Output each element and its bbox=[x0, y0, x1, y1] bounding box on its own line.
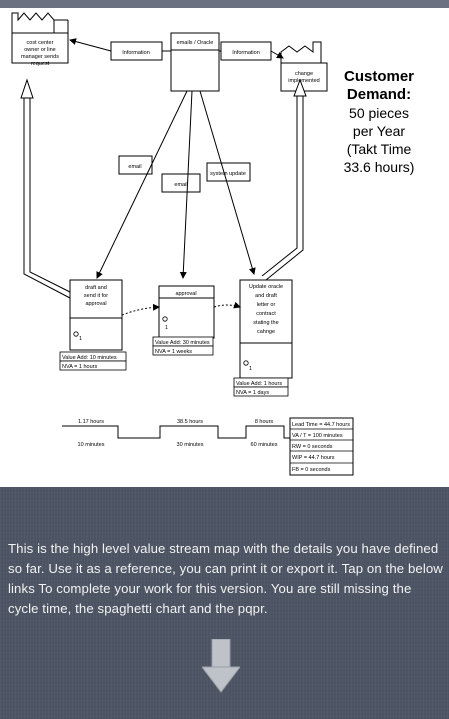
summary-fb: FB = 0 seconds bbox=[292, 467, 331, 473]
process-approval-box bbox=[158, 285, 215, 339]
customer-demand-title: Customer Demand: bbox=[343, 68, 414, 103]
email-left-label: email bbox=[128, 164, 141, 170]
process-update-nva: NVA = 1 days bbox=[236, 390, 269, 396]
process-draft-line-1: draft and bbox=[85, 285, 107, 291]
process-draft-line-2: send it for bbox=[84, 293, 108, 299]
process-approval-nva: NVA = 1 weeks bbox=[155, 349, 192, 355]
process-update-line-1: Update oracle bbox=[249, 284, 283, 290]
operator-icon bbox=[243, 360, 249, 366]
process-time-2: 30 minutes bbox=[177, 442, 204, 448]
wait-time-1: 1.17 hours bbox=[78, 419, 104, 425]
email-center-box bbox=[161, 173, 201, 193]
timeline-ladder bbox=[62, 425, 296, 439]
wait-time-3: 8 hours bbox=[255, 419, 274, 425]
process-draft-value-add: Value Add: 10 minutes bbox=[62, 355, 117, 361]
process-update-line-6: cahnge bbox=[257, 329, 275, 335]
process-update-box bbox=[239, 279, 293, 379]
process-update-operator: 1 bbox=[249, 366, 252, 372]
vsm-diagram: cost center owner or line manager sends … bbox=[11, 12, 354, 476]
top-strip bbox=[0, 0, 449, 8]
process-time-3: 60 minutes bbox=[251, 442, 278, 448]
cost-center-line-3: manager sends bbox=[21, 54, 59, 60]
process-draft-box bbox=[69, 279, 123, 351]
system-update-label: system update bbox=[210, 171, 246, 177]
cost-center-line-1: cost center bbox=[27, 40, 54, 46]
customer-demand-body: 50 pieces per Year (Takt Time 33.6 hours… bbox=[343, 105, 415, 175]
emails-oracle-label: emails / Oracle bbox=[177, 40, 214, 46]
summary-wip: WIP = 44.7 hours bbox=[292, 455, 335, 461]
down-arrow-icon[interactable] bbox=[202, 639, 240, 693]
instruction-text: This is the high level value stream map … bbox=[8, 541, 443, 616]
customer-demand: Customer Demand: 50 pieces per Year (Tak… bbox=[340, 68, 418, 176]
process-approval-value-add: Value Add: 30 minutes bbox=[155, 340, 210, 346]
process-draft-operator: 1 bbox=[79, 336, 82, 342]
process-draft-nva: NVA = 1 hours bbox=[62, 364, 97, 370]
process-update-line-3: letter or bbox=[257, 302, 276, 308]
information-left-label: Information bbox=[122, 50, 150, 56]
information-right-label: Information bbox=[232, 50, 260, 56]
process-approval-operator: 1 bbox=[165, 325, 168, 331]
cost-center-line-2: owner or line bbox=[24, 47, 56, 53]
summary-rw: RW = 0 seconds bbox=[292, 444, 333, 450]
emails-oracle-box bbox=[170, 32, 220, 92]
operator-icon bbox=[162, 316, 168, 322]
summary-box bbox=[289, 417, 354, 476]
process-update-value-add: Value Add: 1 hours bbox=[236, 381, 282, 387]
system-update-box bbox=[206, 162, 251, 182]
summary-lead-time: Lead Time = 44.7 hours bbox=[292, 422, 350, 428]
change-implemented-line-2: implemented bbox=[288, 78, 320, 84]
operator-icon bbox=[73, 331, 79, 337]
cost-center-line-4: request bbox=[31, 61, 50, 67]
value-stream-map: cost center owner or line manager sends … bbox=[0, 8, 449, 487]
summary-va-t: VA / T = 100 minutes bbox=[292, 433, 343, 439]
process-time-1: 10 minutes bbox=[78, 442, 105, 448]
instruction-panel: This is the high level value stream map … bbox=[0, 487, 449, 719]
process-update-line-4: contract bbox=[256, 311, 276, 317]
change-implemented-factory-icon bbox=[280, 41, 328, 92]
email-left-box bbox=[118, 155, 153, 175]
process-update-line-2: and draft bbox=[255, 293, 277, 299]
email-center-label: email bbox=[174, 182, 187, 188]
process-draft-line-3: approval bbox=[85, 301, 106, 307]
process-approval-name: approval bbox=[175, 291, 196, 297]
process-update-line-5: stating the bbox=[253, 320, 278, 326]
change-implemented-line-1: change bbox=[295, 71, 313, 77]
cost-center-factory-icon bbox=[11, 12, 69, 64]
wait-time-2: 38.5 hours bbox=[177, 419, 203, 425]
